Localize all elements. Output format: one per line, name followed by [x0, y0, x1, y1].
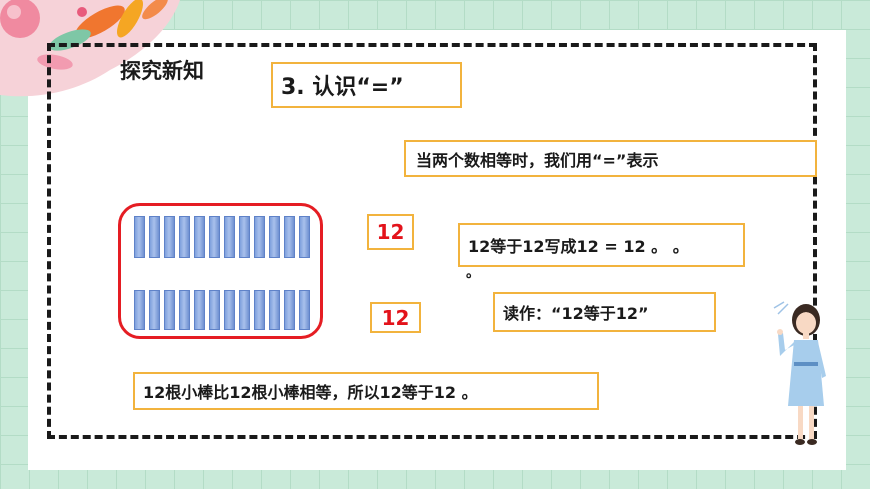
- summary-box: 12根小棒比12根小棒相等，所以12等于12 。: [133, 372, 599, 410]
- stick: [209, 290, 220, 330]
- section-title: 探究新知: [120, 59, 204, 83]
- stick: [224, 290, 235, 330]
- sticks-row-top: [134, 216, 310, 258]
- stick: [179, 290, 190, 330]
- number-box-bottom: 12: [370, 302, 421, 333]
- sticks-frame: [118, 203, 323, 339]
- equation-box: 12等于12写成12 = 12 。 。: [458, 223, 745, 267]
- stick: [254, 290, 265, 330]
- stick: [164, 290, 175, 330]
- stick: [194, 290, 205, 330]
- stick: [299, 216, 310, 258]
- stick: [134, 290, 145, 330]
- stick: [284, 290, 295, 330]
- stick: [164, 216, 175, 258]
- sticks-row-bottom: [134, 290, 310, 330]
- stick: [194, 216, 205, 258]
- stick: [224, 216, 235, 258]
- stray-period: 。: [466, 265, 480, 281]
- stick: [149, 216, 160, 258]
- stick: [269, 216, 280, 258]
- stick: [239, 216, 250, 258]
- definition-box: 当两个数相等时，我们用“=”表示: [404, 140, 817, 177]
- stick: [179, 216, 190, 258]
- stick: [209, 216, 220, 258]
- stick: [284, 216, 295, 258]
- stick: [299, 290, 310, 330]
- stick: [254, 216, 265, 258]
- flower-decoration: [0, 0, 180, 97]
- stick: [239, 290, 250, 330]
- stick: [269, 290, 280, 330]
- stick: [149, 290, 160, 330]
- teacher-illustration: [773, 301, 826, 445]
- number-box-top: 12: [367, 214, 414, 250]
- lesson-title-box: 3. 认识“=”: [271, 62, 462, 108]
- stick: [134, 216, 145, 258]
- dashed-frame: [47, 43, 817, 439]
- reading-box: 读作：“12等于12”: [493, 292, 716, 332]
